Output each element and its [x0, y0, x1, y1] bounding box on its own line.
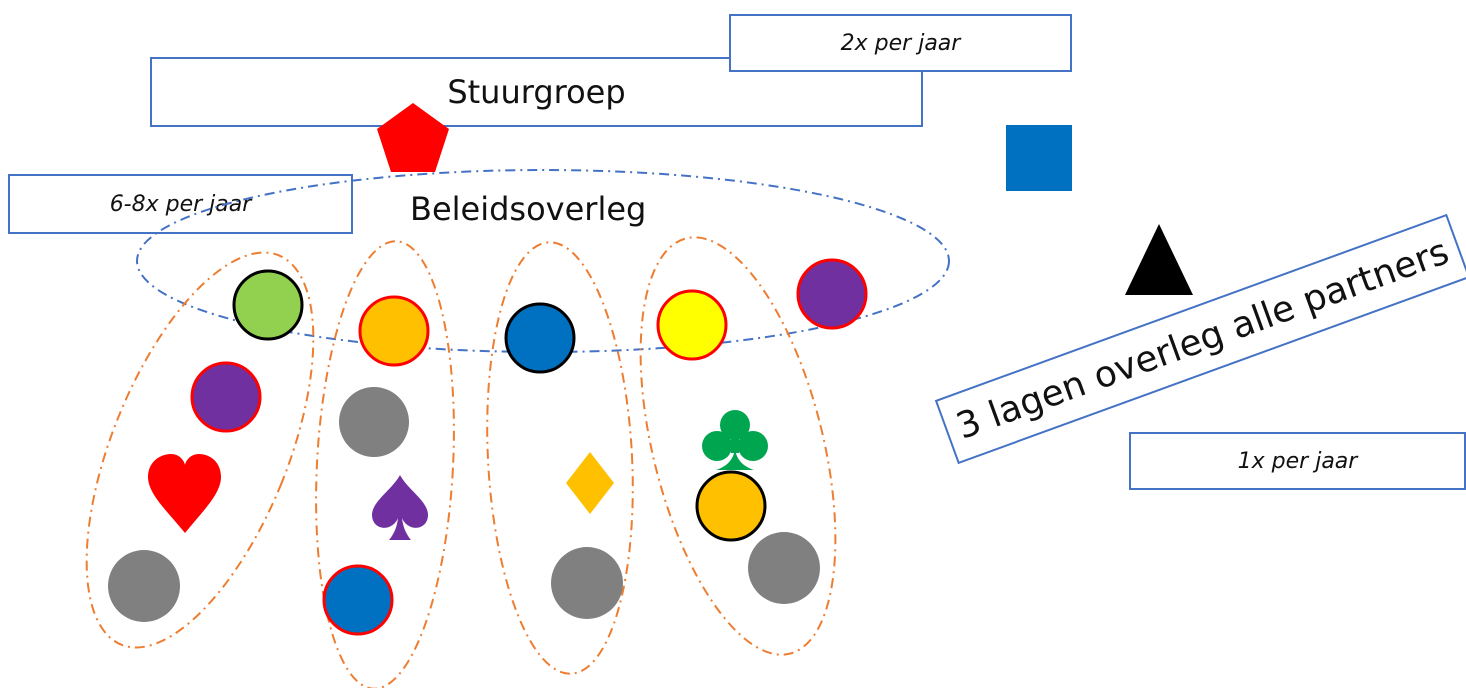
beleidsoverleg-ellipse	[136, 169, 950, 353]
circle-orange	[358, 295, 430, 367]
group-ellipse-1	[85, 251, 315, 649]
heart-icon	[148, 454, 221, 533]
stuurgroep-label: Stuurgroep	[447, 73, 626, 111]
circle-orange	[695, 470, 767, 542]
club-icon	[702, 410, 768, 470]
alle-partners-frequency-box: 1x per jaar	[1129, 432, 1466, 490]
circle-blue	[504, 302, 576, 374]
diamond-icon	[566, 452, 614, 514]
circle-gray	[551, 547, 623, 619]
triangle-icon	[1125, 224, 1193, 295]
circle-yellow	[656, 289, 728, 361]
circle-gray	[339, 387, 409, 457]
square-icon	[1006, 125, 1072, 191]
circle-green	[232, 269, 304, 341]
spade-icon	[372, 475, 428, 540]
group-ellipse-4	[639, 236, 837, 656]
circle-gray	[748, 532, 820, 604]
circle-gray	[108, 550, 180, 622]
pentagon-icon	[377, 103, 449, 172]
stuurgroep-frequency: 2x per jaar	[840, 30, 961, 56]
stuurgroep-frequency-box: 2x per jaar	[729, 14, 1072, 72]
alle-partners-frequency: 1x per jaar	[1237, 448, 1358, 474]
circle-blue	[322, 564, 394, 636]
beleidsoverleg-label: Beleidsoverleg	[410, 190, 647, 228]
group-ellipse-2	[315, 240, 455, 688]
circle-purple	[796, 258, 868, 330]
group-ellipse-3	[486, 241, 634, 675]
circle-purple	[190, 361, 262, 433]
